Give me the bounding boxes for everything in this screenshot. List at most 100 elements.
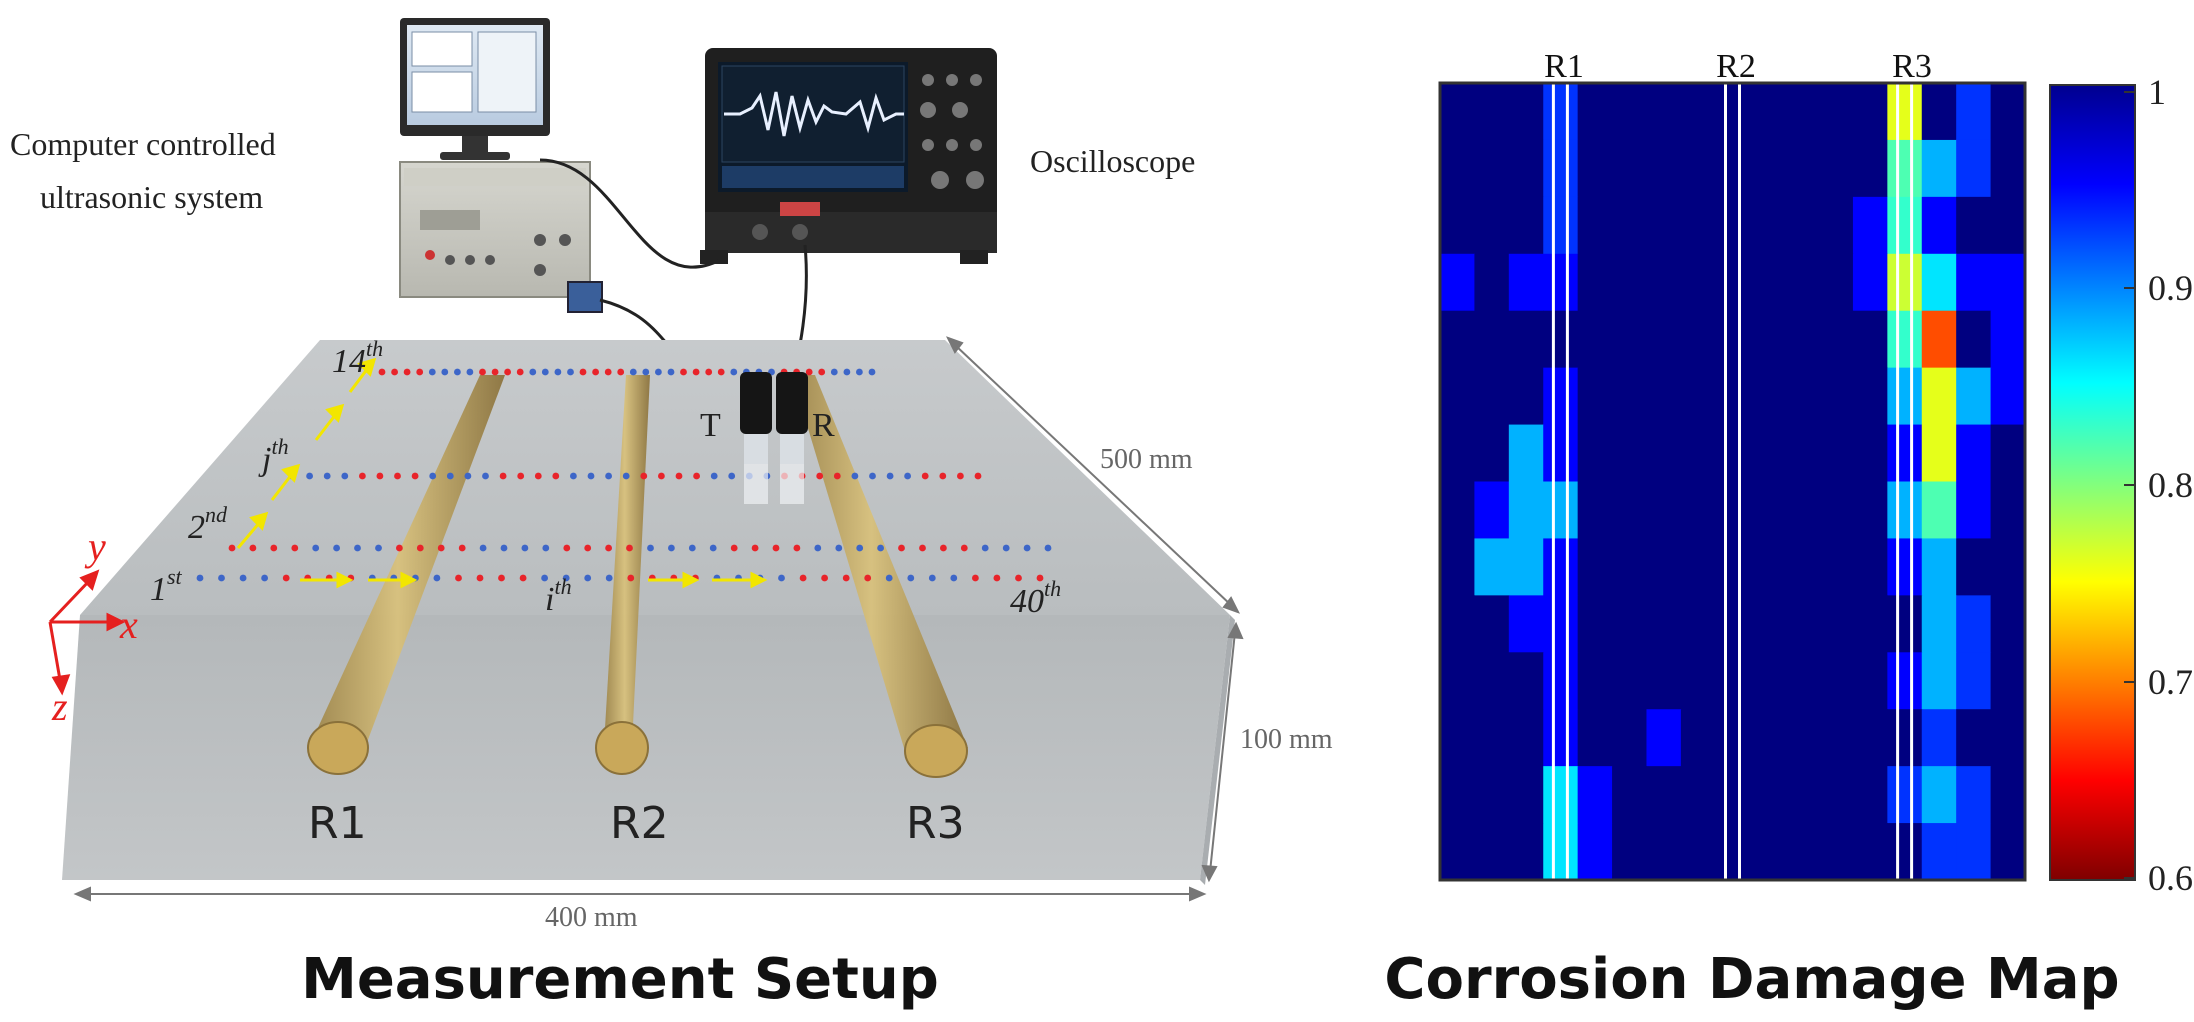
heatmap-cell [1887, 652, 1923, 710]
scan-point [898, 544, 905, 552]
rebar-r2 [595, 375, 650, 775]
heatmap-cell [1646, 139, 1682, 198]
scan-point [429, 472, 437, 480]
colorbar-tick-0-7: 0.7 [2148, 662, 2193, 702]
heatmap-cell [1990, 766, 2026, 824]
scan-point [592, 368, 599, 376]
scan-point [658, 472, 665, 480]
scan-point [629, 368, 637, 376]
heatmap-cell [1577, 823, 1613, 881]
label-second-base: 2 [188, 509, 205, 546]
scan-point [476, 574, 484, 582]
heatmap-cell [1990, 139, 2026, 198]
heatmap-cell [1887, 83, 1923, 141]
heatmap-cell [1956, 538, 1992, 596]
heatmap-cell [1818, 538, 1854, 596]
heatmap-cell [1818, 310, 1854, 369]
oscilloscope-device [700, 48, 997, 264]
scan-point [446, 472, 454, 480]
scan-point [778, 574, 785, 582]
heatmap-cell [1784, 652, 1820, 710]
heatmap-cell [1818, 766, 1854, 824]
scan-point [627, 574, 635, 582]
heatmap-cell [1956, 196, 1992, 255]
heatmap-cell [1474, 310, 1510, 369]
scan-point [306, 472, 313, 480]
label-second-sup: nd [205, 502, 228, 527]
scan-point [709, 544, 717, 552]
heatmap-cell [1612, 709, 1648, 767]
heatmap-cell [1749, 595, 1785, 653]
heatmap-cell [1646, 652, 1682, 710]
heatmap-cell [1577, 424, 1613, 483]
scan-point [500, 544, 508, 552]
scan-point [482, 472, 489, 480]
scan-point [261, 574, 268, 582]
heatmap-cell [1887, 538, 1923, 596]
label-first-line: 1st [150, 564, 183, 608]
heatmap-cell [1887, 310, 1923, 369]
heatmap-cell [1440, 253, 1476, 312]
scan-point [904, 472, 911, 480]
heatmap-cell [1680, 709, 1716, 767]
heatmap-cell [1852, 709, 1888, 767]
heatmap-cell [1990, 424, 2026, 483]
heatmap-cell [1921, 83, 1957, 141]
scan-point [993, 574, 1001, 582]
transducer-r [776, 372, 808, 504]
heatmap-cell [1956, 310, 1992, 369]
scan-point [921, 472, 929, 480]
scan-point [1002, 544, 1010, 552]
heatmap-cell [1440, 709, 1476, 767]
scan-point [542, 544, 550, 552]
scan-point [563, 544, 571, 552]
heatmap-cell [1715, 481, 1751, 540]
scan-point [498, 574, 505, 582]
oscilloscope-waveform [724, 91, 904, 137]
heatmap-cell [1680, 766, 1716, 824]
heatmap-cell [1921, 424, 1957, 483]
heatmap-cell [1852, 139, 1888, 198]
heatmap-cell [1749, 481, 1785, 540]
heatmap-cell [1440, 83, 1476, 141]
heatmap-cell [1749, 367, 1785, 426]
heatmap-cell [1818, 424, 1854, 483]
scan-point [552, 472, 560, 480]
heatmap-cell [1749, 310, 1785, 369]
heatmap-cell [1715, 595, 1751, 653]
heatmap-cell [1577, 196, 1613, 255]
axis-z-label: z [51, 684, 68, 729]
colorbar-tick-0-8: 0.8 [2148, 465, 2193, 505]
heatmap-cell [1715, 823, 1751, 881]
heatmap-cell [1474, 424, 1510, 483]
transducer-t-label: T [700, 407, 721, 444]
heatmap-cell [1680, 424, 1716, 483]
heatmap-cell [1543, 538, 1579, 596]
label-fortieth-point: 40th [1010, 576, 1061, 620]
scan-point [640, 472, 648, 480]
scan-point [680, 368, 687, 376]
heatmap-cell [1474, 196, 1510, 255]
heatmap-cell [1715, 310, 1751, 369]
scan-point [668, 544, 675, 552]
scan-point [228, 544, 236, 552]
heatmap-cell [1646, 538, 1682, 596]
scan-point [416, 544, 424, 552]
scan-point [491, 368, 499, 376]
scan-point [772, 544, 780, 552]
scan-point [604, 368, 612, 376]
scan-point [579, 368, 587, 376]
heatmap-cell [1818, 481, 1854, 540]
heatmap-cell [1474, 367, 1510, 426]
heatmap-cell [1612, 424, 1648, 483]
heatmap-cell [1474, 709, 1510, 767]
scan-point [378, 368, 386, 376]
scan-point [587, 472, 595, 480]
dimension-depth-label: 100 mm [1240, 724, 1333, 755]
oscilloscope-label: Oscilloscope [1030, 143, 1195, 179]
heatmap-cell [1852, 766, 1888, 824]
measurement-setup: Computer controlled ultrasonic system Os… [10, 18, 1333, 1012]
scan-point [928, 574, 936, 582]
scan-point [972, 574, 979, 582]
heatmap-cell [1543, 481, 1579, 540]
